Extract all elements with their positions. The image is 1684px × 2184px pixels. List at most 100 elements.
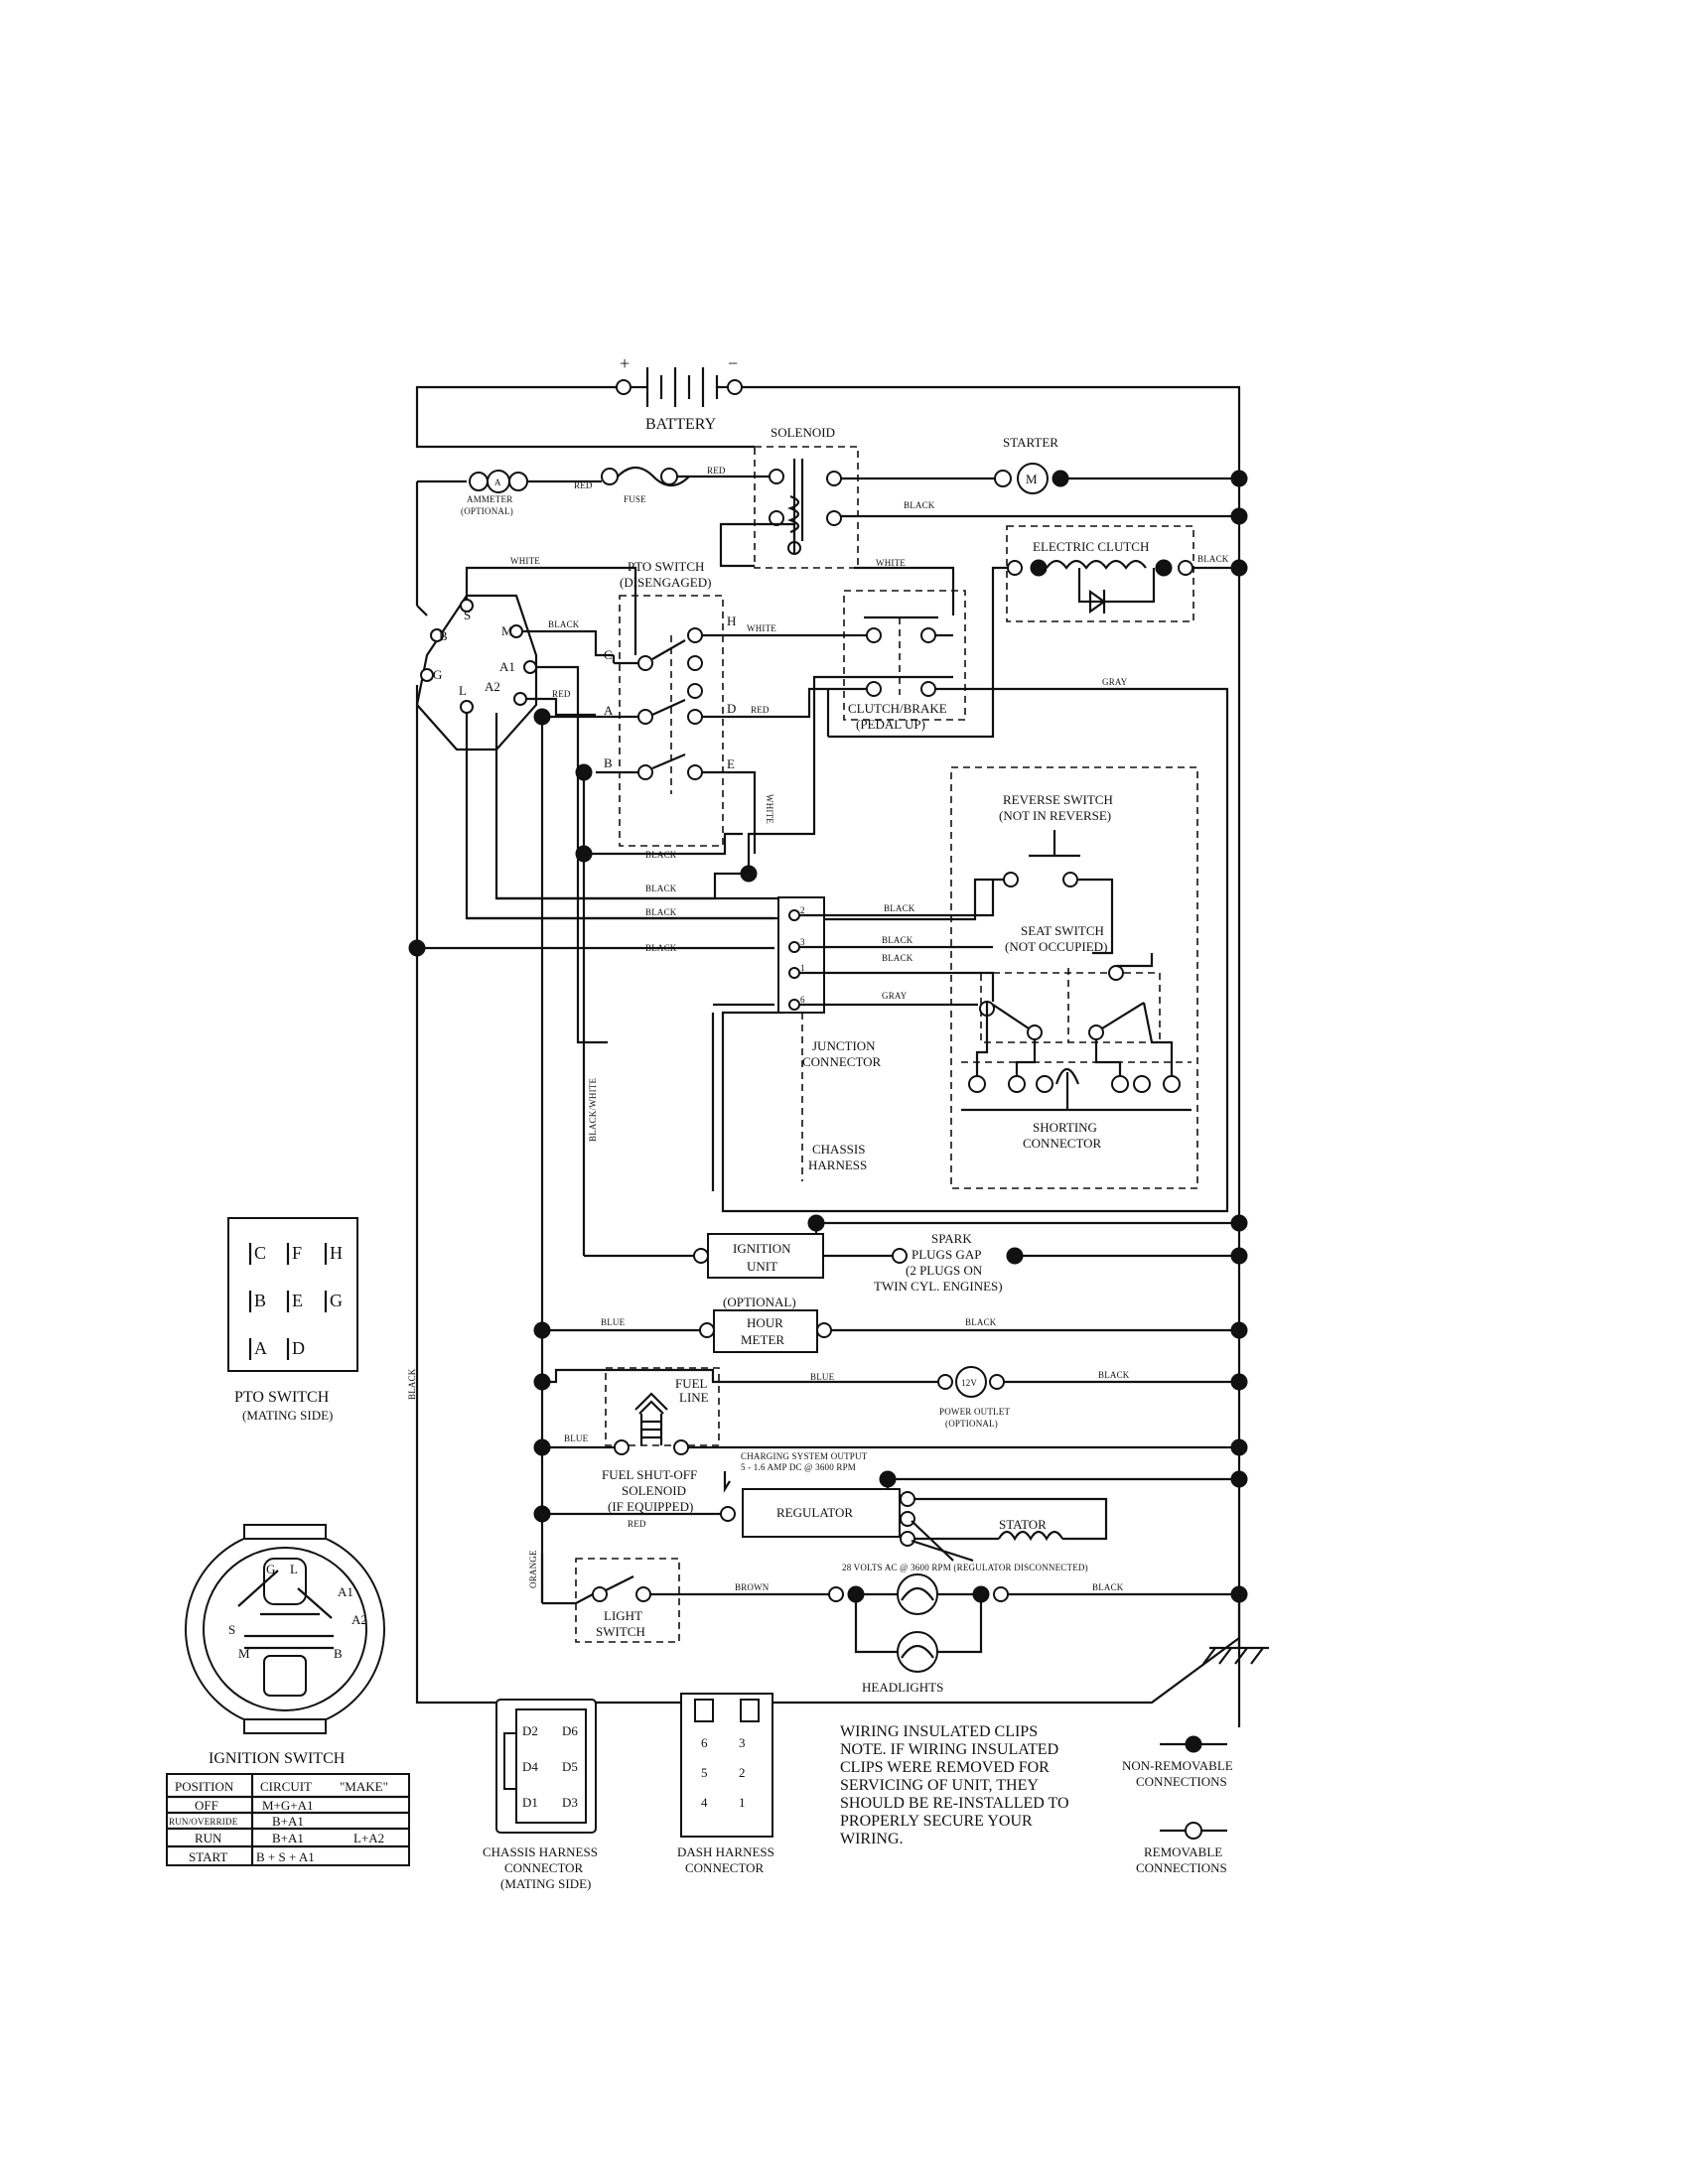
ammeter-symbol: A [494, 478, 501, 487]
wire-label-white-3: WHITE [747, 623, 776, 633]
light-switch-l2: SWITCH [596, 1624, 645, 1639]
pto-term-d: D [727, 701, 736, 716]
wire-label-black-10: BLACK [882, 953, 913, 963]
wire-label-black-7: BLACK [645, 850, 677, 860]
starter-symbol: M [1026, 472, 1038, 486]
legend-non-removable-2: CONNECTIONS [1136, 1774, 1227, 1789]
dash-connector-l1: DASH HARNESS [677, 1844, 774, 1859]
shorting-label: SHORTING [1033, 1120, 1097, 1135]
ign-face-a2: A2 [351, 1612, 367, 1627]
chassis-pin-d2: D2 [522, 1723, 538, 1738]
ign-table-h-make: "MAKE" [340, 1779, 388, 1794]
fuel-solenoid-l3: (IF EQUIPPED) [608, 1499, 693, 1514]
ignition-unit-label: IGNITION [733, 1241, 791, 1256]
shorting-label2: CONNECTOR [1023, 1136, 1102, 1151]
wiring-note: WIRING INSULATED CLIPS NOTE. IF WIRING I… [840, 1723, 1069, 1847]
wire-label-black-5: BLACK [884, 903, 915, 913]
wire-label-black-8: BLACK [645, 943, 677, 953]
pto-mating-h: H [330, 1243, 343, 1263]
pto-mating-d: D [292, 1338, 305, 1358]
chassis-connector-l1: CHASSIS HARNESS [483, 1844, 598, 1859]
legend: NON-REMOVABLE CONNECTIONS REMOVABLE CONN… [1122, 1735, 1233, 1875]
ign-row-off-circuit: M+G+A1 [262, 1798, 314, 1813]
dash-pin-4: 4 [701, 1795, 708, 1810]
wire-label-white-2: WHITE [510, 556, 540, 566]
dash-pin-6: 6 [701, 1735, 708, 1750]
headlights-label: HEADLIGHTS [862, 1680, 943, 1695]
power-outlet-l1: POWER OUTLET [939, 1407, 1010, 1417]
note-line-3: CLIPS WERE REMOVED FOR [840, 1759, 1050, 1776]
solenoid: SOLENOID [754, 425, 859, 569]
spark-l4: TWIN CYL. ENGINES) [874, 1279, 1003, 1294]
fuel-solenoid: FUEL LINE FUEL SHUT-OFF SOLENOID (IF EQU… [602, 1367, 720, 1514]
wire-label-red-4: RED [751, 705, 770, 715]
chassis-pin-d3: D3 [562, 1795, 578, 1810]
ign-face-s: S [228, 1622, 235, 1637]
spark-l3: (2 PLUGS ON [906, 1263, 983, 1278]
charging-l1: CHARGING SYSTEM OUTPUT [741, 1451, 868, 1461]
hour-meter-l2: METER [741, 1332, 784, 1347]
regulator-label: REGULATOR [776, 1505, 853, 1520]
battery-plus: + [620, 353, 630, 373]
ign-face-b: B [334, 1646, 343, 1661]
junction-pin-1: 1 [800, 963, 805, 973]
wire-label-orange: ORANGE [528, 1550, 538, 1588]
pto-term-h: H [727, 614, 736, 628]
dash-pin-3: 3 [739, 1735, 746, 1750]
pto-mating-g: G [330, 1291, 343, 1310]
wire-label-gray-1: GRAY [1102, 677, 1128, 687]
ign-term-l: L [459, 683, 467, 698]
legend-removable-2: CONNECTIONS [1136, 1860, 1227, 1875]
junction-pin-2: 2 [800, 905, 805, 915]
starter-label: STARTER [1003, 435, 1058, 450]
pto-switch-label: PTO SWITCH [628, 559, 704, 574]
pto-term-e: E [727, 756, 735, 771]
spark-plugs: SPARK PLUGS GAP (2 PLUGS ON TWIN CYL. EN… [874, 1231, 1003, 1294]
ign-row-start-circuit: B + S + A1 [256, 1849, 315, 1864]
pto-mating-e: E [292, 1291, 303, 1310]
ign-face-l: L [290, 1562, 298, 1576]
power-outlet: 12V POWER OUTLET (OPTIONAL) [937, 1366, 1010, 1429]
fuel-solenoid-l1: FUEL SHUT-OFF [602, 1467, 697, 1482]
spark-l1: SPARK [931, 1231, 972, 1246]
chassis-pin-d4: D4 [522, 1759, 538, 1774]
note-line-6: PROPERLY SECURE YOUR [840, 1813, 1033, 1830]
chassis-connector-l3: (MATING SIDE) [500, 1876, 591, 1891]
ign-row-override-circuit: B+A1 [272, 1814, 304, 1829]
ign-term-g: G [433, 667, 442, 682]
ign-term-s: S [464, 608, 471, 622]
wire-label-black-vert: BLACK [407, 1368, 417, 1400]
pto-mating-l2: (MATING SIDE) [242, 1408, 333, 1423]
chassis-harness-label1: CHASSIS [812, 1142, 865, 1157]
wire-label-blue-3: BLUE [564, 1433, 589, 1443]
chassis-pin-d6: D6 [562, 1723, 578, 1738]
wire-label-gray-2: GRAY [882, 991, 908, 1001]
ammeter-note: (OPTIONAL) [461, 506, 513, 516]
stator-note: 28 VOLTS AC @ 3600 RPM (REGULATOR DISCON… [842, 1563, 1088, 1572]
wire-label-black-2: BLACK [1197, 554, 1229, 564]
wire-label-red-2: RED [574, 480, 593, 490]
wire-label-black-12: BLACK [1098, 1370, 1130, 1380]
wire-label-blue-1: BLUE [601, 1317, 626, 1327]
ign-table-h-circuit: CIRCUIT [260, 1779, 312, 1794]
pto-switch: PTO SWITCH (DISENGAGED) C A B H D E [604, 559, 736, 847]
fuel-solenoid-l2: SOLENOID [622, 1483, 686, 1498]
stator: STATOR 28 VOLTS AC @ 3600 RPM (REGULATOR… [842, 1517, 1088, 1572]
ign-term-a2: A2 [485, 679, 500, 694]
power-outlet-l2: (OPTIONAL) [945, 1419, 998, 1429]
pto-term-b: B [604, 755, 613, 770]
chassis-connector-l2: CONNECTOR [504, 1860, 584, 1875]
wire-label-red-3: RED [552, 689, 571, 699]
clutch-brake-switch: CLUTCH/BRAKE (PEDAL UP) [843, 590, 966, 732]
ign-term-b: B [439, 628, 448, 643]
ign-row-start-pos: START [189, 1849, 227, 1864]
power-outlet-symbol: 12V [961, 1378, 977, 1388]
chassis-harness-label: CHASSIS HARNESS [808, 1142, 867, 1172]
reverse-switch: REVERSE SWITCH (NOT IN REVERSE) [999, 792, 1113, 887]
legend-non-removable-1: NON-REMOVABLE [1122, 1758, 1233, 1773]
ignition-switch-face: G L A1 A2 S M B IGNITION SWITCH [185, 1524, 385, 1767]
wire-label-black-4: BLACK [645, 884, 677, 893]
junction-pin-6: 6 [800, 995, 805, 1005]
pto-mating-b: B [254, 1291, 266, 1310]
